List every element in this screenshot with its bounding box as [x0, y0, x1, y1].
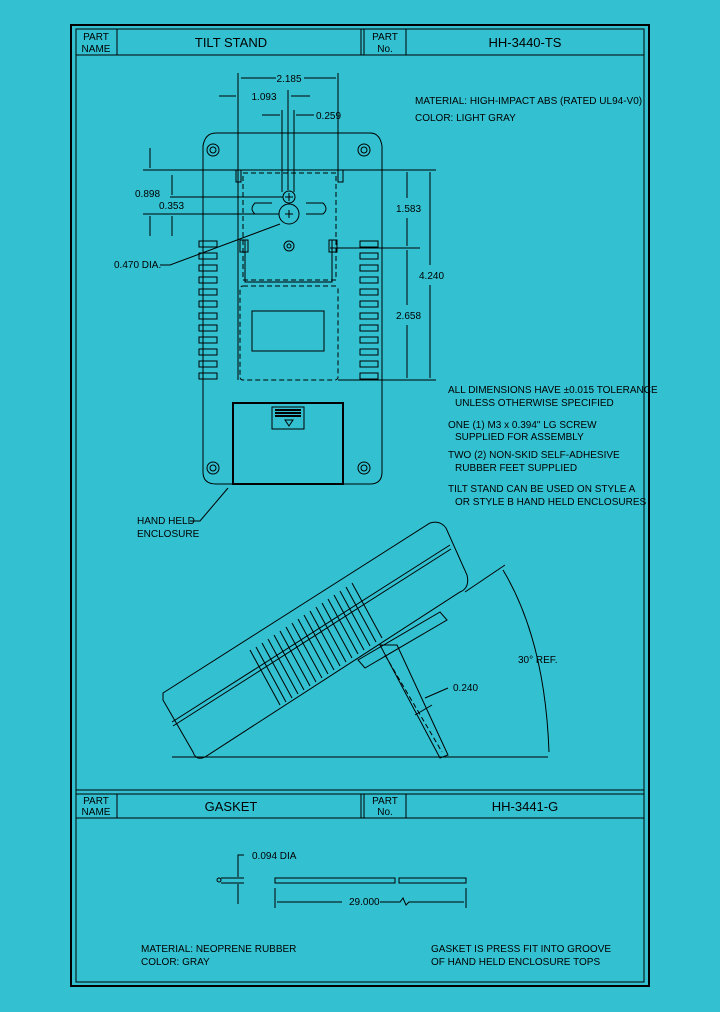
- svg-text:COLOR: GRAY: COLOR: GRAY: [141, 957, 210, 968]
- svg-text:SUPPLIED FOR ASSEMBLY: SUPPLIED FOR ASSEMBLY: [455, 432, 584, 443]
- vent-fins-left: [198, 240, 218, 380]
- svg-text:MATERIAL: HIGH-IMPACT ABS (RAT: MATERIAL: HIGH-IMPACT ABS (RATED UL94-V0…: [415, 96, 642, 107]
- part-name-label: PART: [83, 32, 109, 43]
- title-block-gasket: PART NAME GASKET PART No. HH-3441-G: [76, 789, 644, 819]
- enclosure-front-view: [198, 132, 383, 485]
- enclosure-side-view: 30° REF. 0.240: [162, 521, 558, 759]
- svg-text:RUBBER FEET SUPPLIED: RUBBER FEET SUPPLIED: [455, 463, 577, 474]
- dim-gasket-diameter: 0.094 DIA: [252, 851, 297, 862]
- dim-gasket-length: 29.000: [349, 897, 380, 908]
- side-vent-fins: [249, 582, 383, 706]
- svg-text:TILT STAND CAN BE USED ON STYL: TILT STAND CAN BE USED ON STYLE A: [448, 484, 636, 495]
- svg-text:ALL DIMENSIONS HAVE ±0.015 TOL: ALL DIMENSIONS HAVE ±0.015 TOLERANCE: [448, 385, 658, 396]
- dim-upper-height: 1.583: [396, 204, 421, 215]
- svg-text:No.: No.: [377, 44, 393, 55]
- svg-text:TWO (2) NON-SKID SELF-ADHESIVE: TWO (2) NON-SKID SELF-ADHESIVE: [448, 450, 620, 461]
- general-notes: ALL DIMENSIONS HAVE ±0.015 TOLERANCE UNL…: [448, 385, 658, 508]
- svg-text:NAME: NAME: [82, 44, 111, 55]
- svg-text:No.: No.: [377, 807, 393, 818]
- dim-half-width: 1.093: [251, 92, 276, 103]
- dim-0353: 0.353: [159, 201, 184, 212]
- gasket-notes: MATERIAL: NEOPRENE RUBBER COLOR: GRAY GA…: [141, 944, 611, 968]
- svg-text:COLOR: LIGHT GRAY: COLOR: LIGHT GRAY: [415, 113, 516, 124]
- gasket-part-name: GASKET: [205, 799, 258, 814]
- part-no-value: HH-3440-TS: [489, 35, 562, 50]
- dim-slot-width: 0.259: [316, 111, 341, 122]
- dim-stand-thickness: 0.240: [453, 683, 478, 694]
- svg-text:PART: PART: [372, 796, 398, 807]
- dim-0898: 0.898: [135, 189, 160, 200]
- dim-total-height: 4.240: [419, 271, 444, 282]
- dim-hole-dia: 0.470 DIA.: [114, 260, 161, 271]
- dimension-lines-front: 2.185 1.093 0.259 0.898 0.353 0.470 DIA.…: [114, 73, 444, 381]
- dim-angle: 30° REF.: [518, 655, 558, 666]
- enclosure-callout: HAND HELD ENCLOSURE: [137, 487, 229, 540]
- dim-lower-height: 2.658: [396, 311, 421, 322]
- svg-text:MATERIAL: NEOPRENE RUBBER: MATERIAL: NEOPRENE RUBBER: [141, 944, 296, 955]
- vent-fins-right: [359, 240, 379, 380]
- material-notes-tilt-stand: MATERIAL: HIGH-IMPACT ABS (RATED UL94-V0…: [415, 96, 642, 124]
- svg-text:GASKET IS PRESS FIT INTO GROOV: GASKET IS PRESS FIT INTO GROOVE: [431, 944, 611, 955]
- dim-overall-width: 2.185: [276, 74, 301, 85]
- part-name-value: TILT STAND: [195, 35, 267, 50]
- svg-text:HAND HELD: HAND HELD: [137, 516, 195, 527]
- title-block-tilt-stand: PART NAME TILT STAND PART No. HH-3440-TS: [76, 29, 644, 56]
- svg-text:NAME: NAME: [82, 807, 111, 818]
- gasket-drawing: 0.094 DIA 29.000: [216, 851, 467, 908]
- svg-text:OF HAND HELD ENCLOSURE TOPS: OF HAND HELD ENCLOSURE TOPS: [431, 957, 600, 968]
- svg-text:PART: PART: [83, 796, 109, 807]
- svg-text:UNLESS OTHERWISE SPECIFIED: UNLESS OTHERWISE SPECIFIED: [455, 398, 614, 409]
- svg-text:ENCLOSURE: ENCLOSURE: [137, 529, 200, 540]
- gasket-part-no: HH-3441-G: [492, 799, 558, 814]
- part-no-label: PART: [372, 32, 398, 43]
- svg-text:ONE (1) M3 x 0.394" LG SCREW: ONE (1) M3 x 0.394" LG SCREW: [448, 420, 597, 431]
- svg-text:OR STYLE B HAND HELD ENCLOSURE: OR STYLE B HAND HELD ENCLOSURES: [455, 497, 646, 508]
- drawing-frame: [70, 24, 650, 987]
